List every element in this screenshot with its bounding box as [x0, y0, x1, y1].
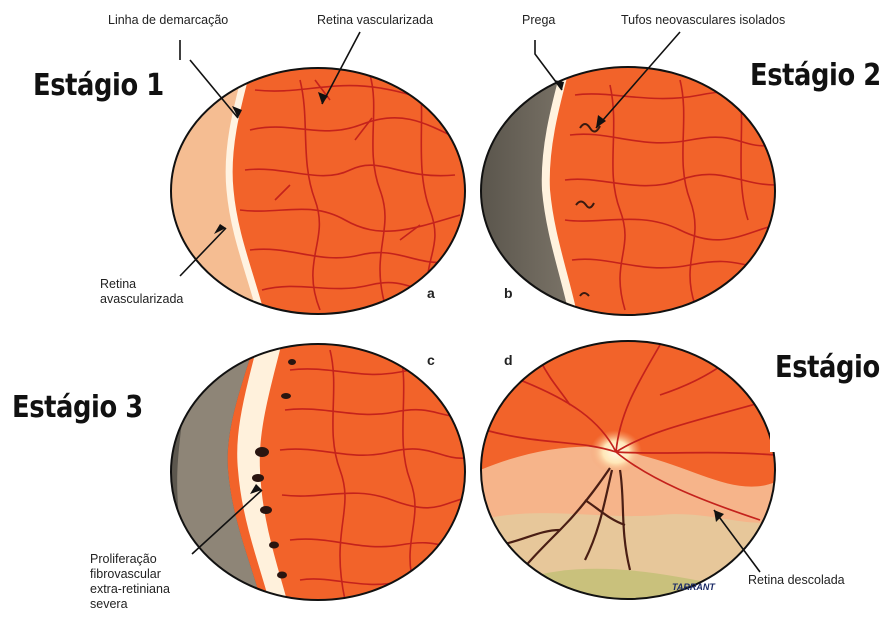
panel-letter-c: c	[427, 352, 435, 368]
panel-letter-b: b	[504, 285, 513, 301]
panel-letter-d: d	[504, 352, 513, 368]
label-neovascular-tufts: Tufos neovasculares isolados	[621, 13, 785, 28]
stage-3-title: Estágio 3	[12, 390, 143, 425]
label-vascularized-retina: Retina vascularizada	[317, 13, 433, 28]
label-prolif-line-4: severa	[90, 597, 170, 612]
label-fibrovascular-proliferation: Proliferação fibrovascular extra-retinia…	[90, 552, 170, 612]
label-avascular-line-2: avascularizada	[100, 292, 183, 307]
stage-1-title: Estágio 1	[33, 68, 164, 103]
label-prolif-line-1: Proliferação	[90, 552, 170, 567]
fundus-panel-d: TARRANT	[480, 340, 780, 602]
artist-signature: TARRANT	[672, 582, 716, 592]
label-avascular-line-1: Retina	[100, 277, 183, 292]
panel-letter-a: a	[427, 285, 435, 301]
fundus-panel-b	[480, 66, 780, 318]
fundus-panel-a	[170, 66, 470, 318]
label-demarcation-line: Linha de demarcação	[108, 13, 228, 28]
label-prolif-line-3: extra-retiniana	[90, 582, 170, 597]
stage-2-title: Estágio 2	[750, 58, 881, 93]
stage-4-title: Estágio 4	[775, 350, 885, 385]
label-detached-retina: Retina descolada	[748, 573, 845, 588]
label-prolif-line-2: fibrovascular	[90, 567, 170, 582]
label-avascular-retina: Retina avascularizada	[100, 277, 183, 307]
fundus-panel-c	[170, 342, 470, 604]
label-ridge: Prega	[522, 13, 555, 28]
